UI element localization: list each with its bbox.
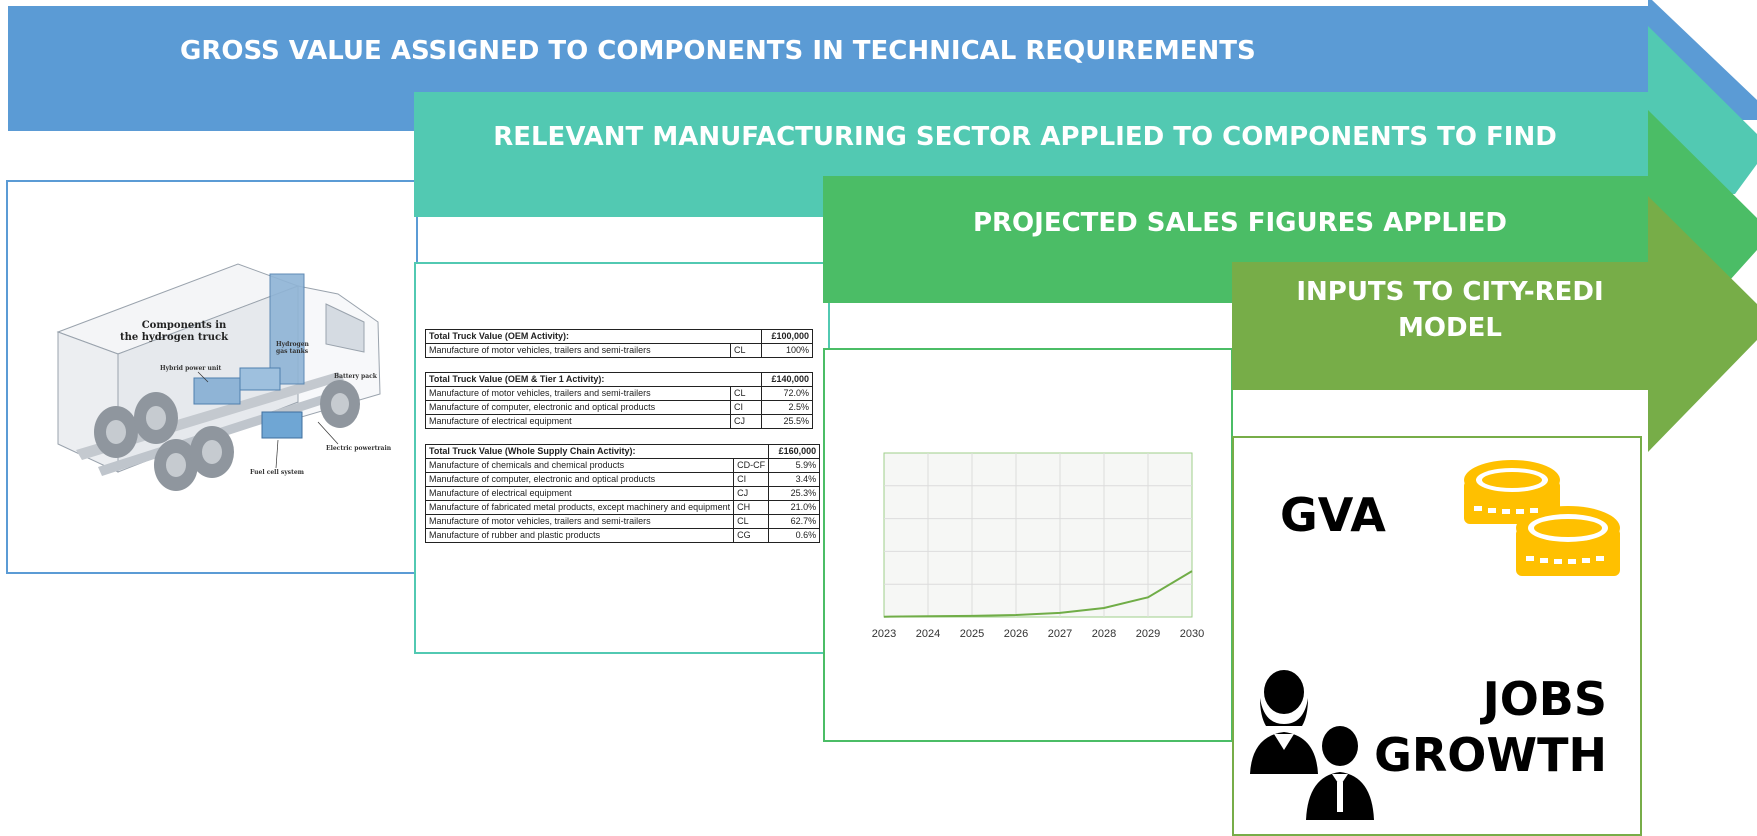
chart-plot-area — [884, 453, 1192, 617]
gva-label: GVA — [1280, 488, 1386, 542]
chart-x-ticks: 2023 2024 2025 2026 2027 2028 2029 2030 — [872, 628, 1204, 640]
table-row: Manufacture of rubber and plastic produc… — [426, 529, 820, 543]
table-row: Manufacture of computer, electronic and … — [426, 473, 820, 487]
table-row: Manufacture of motor vehicles, trailers … — [426, 515, 820, 529]
banner-city-redi-text: INPUTS TO CITY-REDI MODEL — [1270, 274, 1630, 346]
chart-x-tick-label: 2024 — [916, 628, 940, 640]
people-icon — [1246, 664, 1376, 824]
chart-x-tick-label: 2029 — [1136, 628, 1160, 640]
sales-projection-chart: 2023 2024 2025 2026 2027 2028 2029 2030 — [860, 445, 1210, 645]
coins-icon — [1460, 456, 1630, 596]
chart-x-tick-label: 2023 — [872, 628, 896, 640]
table-row: Manufacture of chemicals and chemical pr… — [426, 459, 820, 473]
chart-x-tick-label: 2026 — [1004, 628, 1028, 640]
growth-label: GROWTH — [1374, 728, 1607, 782]
chart-x-tick-label: 2025 — [960, 628, 984, 640]
chart-x-tick-label: 2028 — [1092, 628, 1116, 640]
table-row: Manufacture of fabricated metal products… — [426, 501, 820, 515]
jobs-label: JOBS — [1483, 672, 1607, 726]
chart-x-tick-label: 2027 — [1048, 628, 1072, 640]
chart-grid — [884, 453, 1192, 617]
label-fuel-cell-system: Fuel cell system — [250, 469, 305, 476]
banner-city-redi-arrow — [0, 0, 1757, 460]
chart-x-tick-label: 2030 — [1180, 628, 1204, 640]
